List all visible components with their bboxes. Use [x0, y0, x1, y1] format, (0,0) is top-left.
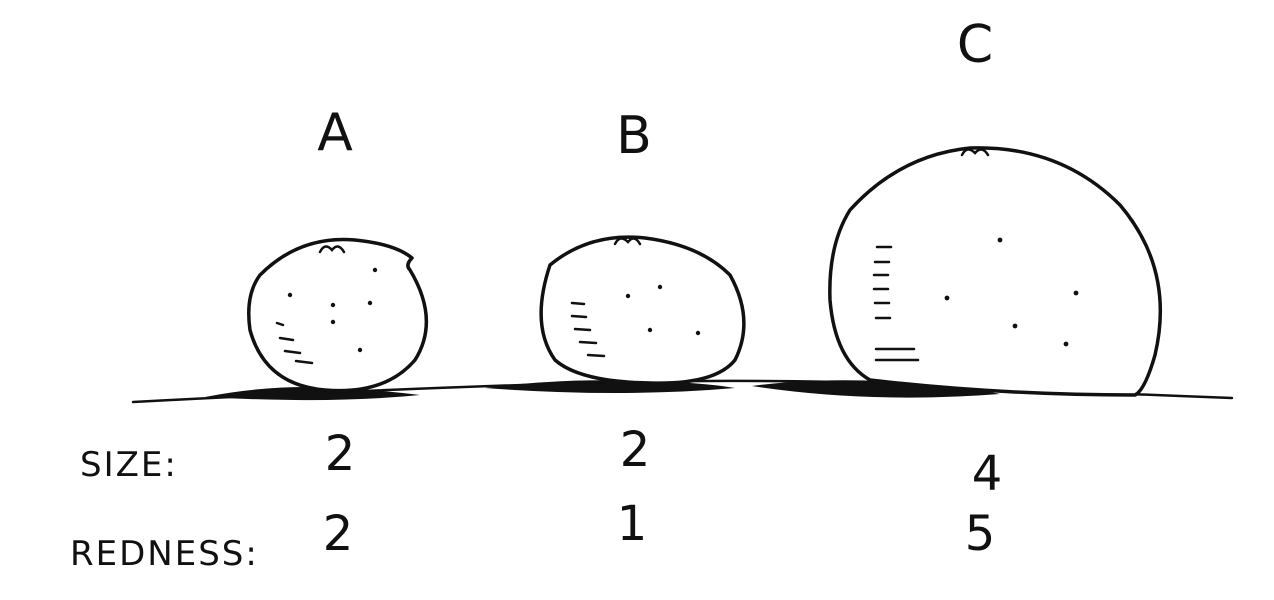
size-value-b: 2: [620, 422, 651, 478]
size-value-a: 2: [325, 426, 356, 482]
ground-shadow-c: [752, 380, 1000, 398]
row-label-size: SIZE:: [80, 445, 178, 485]
fruit-label-c: C: [957, 15, 993, 75]
redness-value-a: 2: [323, 506, 354, 562]
row-label-redness: REDNESS:: [70, 534, 259, 574]
fruit-label-b: B: [616, 106, 652, 166]
fruit-a: [247, 237, 429, 393]
fruit-c: [828, 146, 1162, 397]
redness-value-b: 1: [617, 496, 648, 552]
fruit-label-a: A: [317, 103, 353, 163]
size-value-c: 4: [972, 446, 1003, 502]
fruit-b: [539, 235, 746, 385]
redness-value-c: 5: [965, 506, 996, 562]
